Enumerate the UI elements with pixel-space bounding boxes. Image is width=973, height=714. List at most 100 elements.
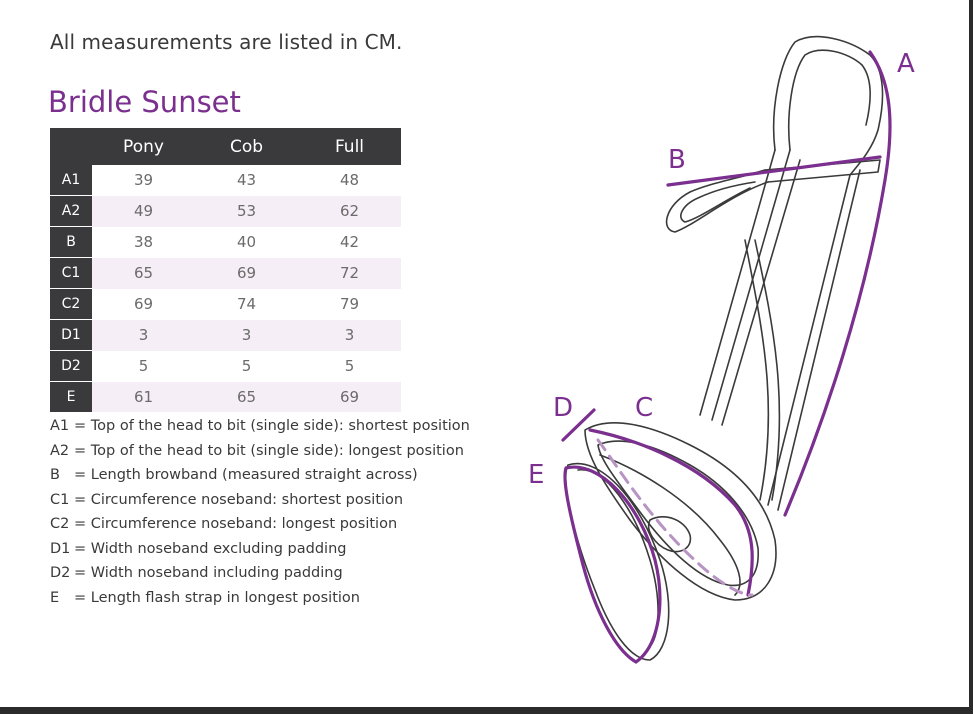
legend-code: D1 xyxy=(50,540,71,557)
table-row: A1 39 43 48 xyxy=(50,165,401,196)
legend-text: = Top of the head to bit (single side): … xyxy=(74,418,470,434)
table-cell: 62 xyxy=(298,195,401,227)
label-b: B xyxy=(668,145,686,175)
table-cell: 5 xyxy=(92,350,195,382)
table-cell: 3 xyxy=(298,319,401,351)
legend-item: C1= Circumference noseband: shortest pos… xyxy=(50,488,470,513)
row-label: D1 xyxy=(50,319,92,351)
table-cell: 5 xyxy=(298,350,401,382)
measure-line-c xyxy=(588,428,754,597)
table-cell: 65 xyxy=(92,257,195,289)
noseband-padding xyxy=(599,454,741,596)
legend-item: A2= Top of the head to bit (single side)… xyxy=(50,439,470,464)
table-cell: 69 xyxy=(298,381,401,412)
label-d: D xyxy=(553,393,573,423)
legend-item: D1= Width noseband excluding padding xyxy=(50,537,470,562)
legend-code: C1 xyxy=(50,491,70,508)
cheek-left-2 xyxy=(711,149,791,421)
legend-code: A1 xyxy=(50,418,70,434)
column-header: Cob xyxy=(195,128,298,165)
table-cell: 42 xyxy=(298,226,401,258)
label-a: A xyxy=(897,49,915,79)
table-cell: 61 xyxy=(92,381,195,412)
label-c: C xyxy=(635,393,653,423)
bridle-diagram: A B C D E xyxy=(528,35,915,664)
column-header: Full xyxy=(298,128,401,165)
throatlash-2 xyxy=(754,239,781,501)
table-row: D1 3 3 3 xyxy=(50,319,401,351)
flash-strap-inner xyxy=(577,469,659,649)
legend-item: D2= Width noseband including padding xyxy=(50,561,470,586)
legend-code: A2 xyxy=(50,442,70,459)
table-cell: 69 xyxy=(195,257,298,289)
table-cell: 38 xyxy=(92,226,195,258)
browband-loop xyxy=(665,169,769,233)
row-label: E xyxy=(50,381,92,412)
legend-code: D2 xyxy=(50,565,71,581)
measure-line-d xyxy=(561,408,596,442)
legend-code: B xyxy=(50,467,60,483)
measure-line-d-dashed xyxy=(596,438,754,597)
table-cell: 40 xyxy=(195,226,298,258)
legend-item: A1= Top of the head to bit (single side)… xyxy=(50,414,470,439)
measurement-lines xyxy=(561,50,892,664)
table-cell: 5 xyxy=(195,350,298,382)
product-title: Bridle Sunset xyxy=(48,85,241,119)
column-header: Pony xyxy=(92,128,195,165)
legend-text: = Length flash strap in longest position xyxy=(74,589,360,606)
table-cell: 72 xyxy=(298,257,401,289)
noseband-inner xyxy=(597,440,759,587)
table-cell: 39 xyxy=(92,165,195,196)
noseband xyxy=(584,422,777,601)
label-e: E xyxy=(528,460,544,490)
row-label: A1 xyxy=(50,165,92,196)
table-row: B 38 40 42 xyxy=(50,226,401,258)
measure-line-a xyxy=(783,50,892,517)
legend-text: = Length browband (measured straight acr… xyxy=(74,467,418,483)
measure-line-e xyxy=(563,465,662,664)
table-cell: 65 xyxy=(195,381,298,412)
row-label: C2 xyxy=(50,288,92,320)
cheek-left xyxy=(699,149,776,416)
table-cell: 69 xyxy=(92,288,195,320)
legend-text: = Circumference noseband: longest positi… xyxy=(74,516,398,532)
measurement-legend: A1= Top of the head to bit (single side)… xyxy=(50,414,470,610)
legend-item: C2= Circumference noseband: longest posi… xyxy=(50,512,470,537)
browband-loop-inner xyxy=(680,181,756,223)
legend-text: = Top of the head to bit (single side): … xyxy=(74,442,464,459)
table-cell: 43 xyxy=(195,165,298,196)
row-label: B xyxy=(50,226,92,258)
legend-text: = Circumference noseband: shortest posit… xyxy=(74,491,404,508)
legend-code: C2 xyxy=(50,516,70,532)
crown-piece-inner xyxy=(787,49,871,151)
table-cell: 53 xyxy=(195,195,298,227)
legend-item: E = Length flash strap in longest positio… xyxy=(50,586,470,611)
row-label: C1 xyxy=(50,257,92,289)
table-row: E 61 65 69 xyxy=(50,381,401,412)
table-row: A2 49 53 62 xyxy=(50,195,401,227)
intro-text: All measurements are listed in CM. xyxy=(50,30,403,54)
legend-text: = Width noseband including padding xyxy=(74,565,343,581)
table-row: D2 5 5 5 xyxy=(50,350,401,382)
table-cell: 3 xyxy=(92,319,195,351)
table-row: C1 65 69 72 xyxy=(50,257,401,289)
cheek-right-2 xyxy=(777,169,861,511)
row-label: A2 xyxy=(50,195,92,227)
row-label: D2 xyxy=(50,350,92,382)
cheek-right xyxy=(767,174,851,506)
bridle-outline xyxy=(565,35,884,661)
crown-piece xyxy=(772,35,884,176)
table-cell: 74 xyxy=(195,288,298,320)
table-cell: 49 xyxy=(92,195,195,227)
legend-item: B = Length browband (measured straight ac… xyxy=(50,463,470,488)
table-row: C2 69 74 79 xyxy=(50,288,401,320)
size-table: Pony Cob Full A1 39 43 48 A2 49 53 62 B … xyxy=(50,128,401,412)
legend-code: E xyxy=(50,589,60,606)
legend-text: = Width noseband excluding padding xyxy=(74,540,347,557)
cheek-left-3 xyxy=(721,159,801,426)
throatlash xyxy=(744,239,770,501)
table-cell: 3 xyxy=(195,319,298,351)
measure-line-b xyxy=(666,155,882,187)
table-corner-cell xyxy=(50,128,92,165)
